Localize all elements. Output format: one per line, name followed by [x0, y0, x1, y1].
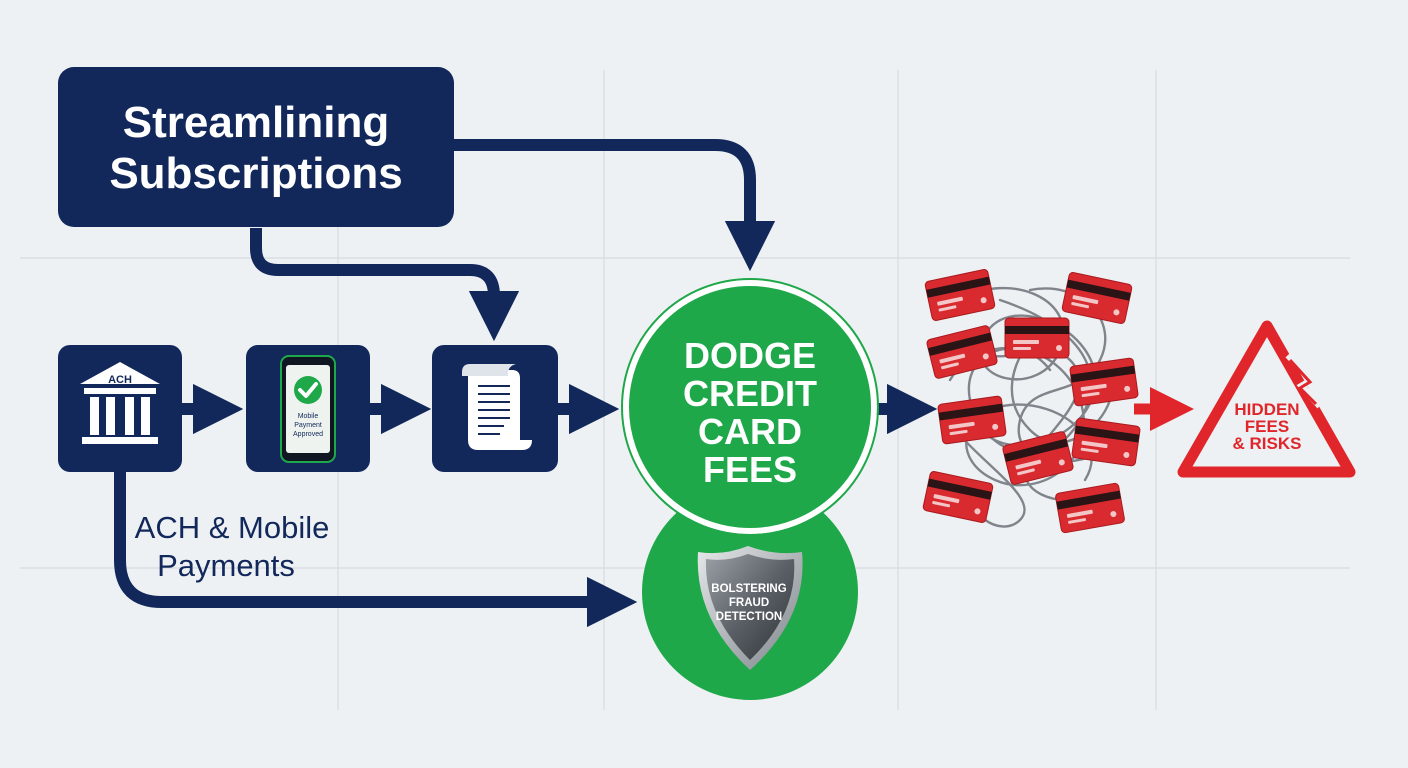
arrow-ach-to-fraud [114, 472, 638, 628]
bank-icon: ACH [80, 362, 160, 444]
smartphone-icon: Mobile Payment Approved [280, 355, 336, 463]
tangled-cards-cluster [922, 268, 1141, 534]
dodge-node: DODGE CREDIT CARD FEES [621, 278, 879, 536]
shield-icon [697, 546, 803, 670]
contract-node [432, 345, 558, 472]
hidden-text-line3: & RISKS [1233, 434, 1302, 453]
fraud-text-line3: DETECTION [716, 611, 782, 623]
dodge-text-line3: CARD [698, 411, 802, 452]
dodge-text-line2: CREDIT [683, 373, 817, 414]
ach-caption-line1: ACH & Mobile [135, 510, 330, 545]
warning-triangle-icon [1177, 320, 1356, 478]
dodge-text-line4: FEES [703, 449, 797, 490]
mobile-node: Mobile Payment Approved [246, 345, 370, 472]
title-line2: Subscriptions [109, 149, 402, 198]
fraud-node: BOLSTERING FRAUD DETECTION [642, 484, 858, 700]
hidden-fees-node: HIDDEN FEES & RISKS [1177, 320, 1356, 478]
fraud-text-line2: FRAUD [729, 597, 769, 609]
title-line1: Streamlining [123, 98, 390, 147]
dodge-text-line1: DODGE [684, 335, 816, 376]
arrow-title-to-dodge [454, 139, 776, 272]
mobile-text-line2: Payment [294, 422, 322, 429]
document-scroll-icon [462, 364, 532, 450]
title-box: Streamlining Subscriptions [58, 67, 454, 227]
connectors [114, 139, 938, 628]
ach-node: ACH [58, 345, 182, 472]
hidden-text-line1: HIDDEN [1234, 400, 1299, 419]
mobile-text-line1: Mobile [298, 413, 319, 420]
mobile-text-line3: Approved [293, 431, 323, 438]
fraud-text-line1: BOLSTERING [711, 583, 786, 595]
hidden-text-line2: FEES [1245, 417, 1289, 436]
ach-caption-line2: Payments [157, 548, 295, 583]
bank-icon-label: ACH [108, 374, 132, 386]
arrow-title-to-contract [250, 228, 520, 342]
